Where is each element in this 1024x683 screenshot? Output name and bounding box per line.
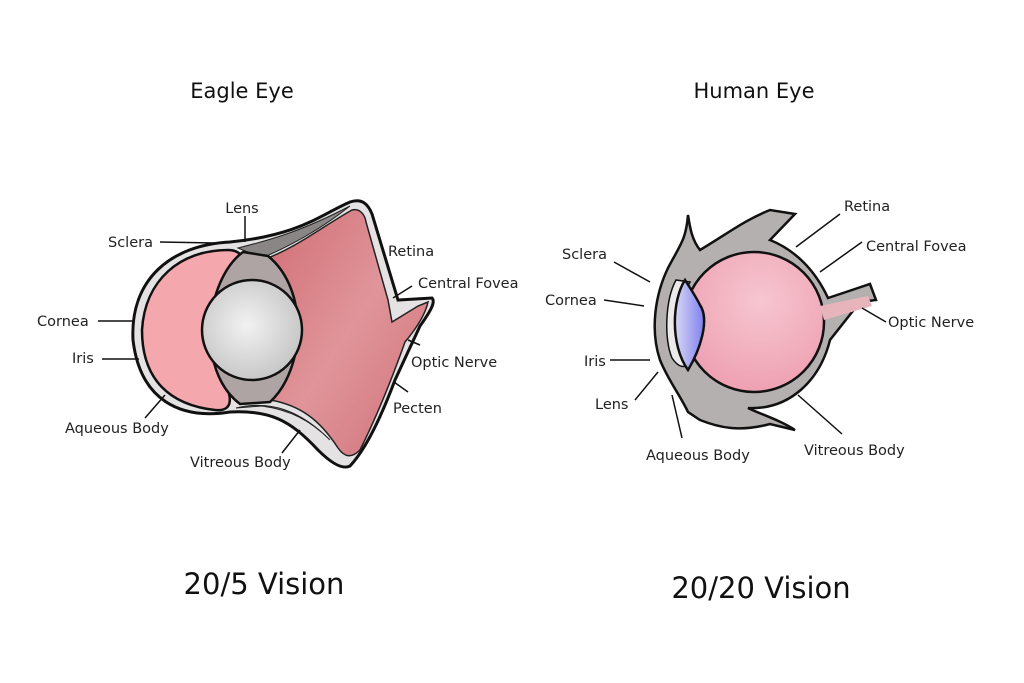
human-lens bbox=[673, 277, 706, 373]
human-eye-title: Human Eye bbox=[693, 79, 814, 103]
eagle-eye-title: Eagle Eye bbox=[190, 79, 294, 103]
human-label-retina: Retina bbox=[844, 199, 890, 215]
eagle-retina bbox=[267, 208, 430, 457]
eagle-label-cornea: Cornea bbox=[37, 314, 89, 330]
eagle-label-central-fovea: Central Fovea bbox=[418, 276, 519, 292]
eagle-label-lens: Lens bbox=[225, 201, 259, 217]
eagle-label-vitreous-body: Vitreous Body bbox=[190, 455, 291, 471]
human-label-central-fovea: Central Fovea bbox=[866, 239, 967, 255]
human-label-sclera: Sclera bbox=[562, 247, 607, 263]
eagle-label-sclera: Sclera bbox=[108, 235, 153, 251]
human-label-aqueous-body: Aqueous Body bbox=[646, 448, 750, 464]
eagle-label-iris: Iris bbox=[72, 351, 94, 367]
human-label-iris: Iris bbox=[584, 354, 606, 370]
human-label-optic-nerve: Optic Nerve bbox=[888, 315, 974, 331]
human-label-cornea: Cornea bbox=[545, 293, 597, 309]
human-eye-illustration bbox=[653, 208, 878, 432]
eagle-lens bbox=[200, 278, 304, 382]
human-label-vitreous-body: Vitreous Body bbox=[804, 443, 905, 459]
eagle-label-optic-nerve: Optic Nerve bbox=[411, 355, 497, 371]
eagle-eye-illustration bbox=[131, 199, 435, 469]
eagle-vision-label: 20/5 Vision bbox=[184, 567, 345, 601]
eagle-label-aqueous-body: Aqueous Body bbox=[65, 421, 169, 437]
human-label-lens: Lens bbox=[595, 397, 629, 413]
human-vision-label: 20/20 Vision bbox=[671, 571, 850, 605]
eagle-label-retina: Retina bbox=[388, 244, 434, 260]
eagle-label-pecten: Pecten bbox=[393, 401, 442, 417]
